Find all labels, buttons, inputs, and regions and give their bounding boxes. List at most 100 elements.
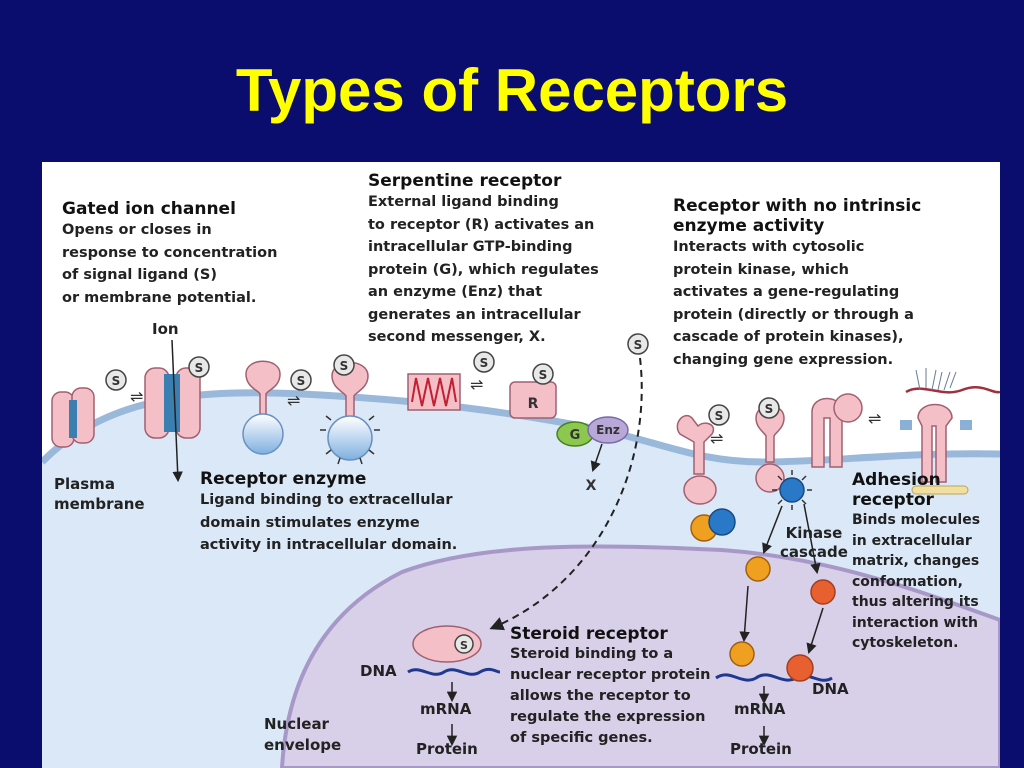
adhesion-receptor-active	[900, 368, 1000, 495]
adhesion-receptor-line: conformation,	[852, 573, 963, 590]
g-label: G	[570, 428, 581, 443]
serpentine-receptor-line: protein (G), which regulates	[368, 261, 599, 278]
no-intrinsic-receptor-line: protein (directly or through a	[673, 306, 914, 323]
x-label: X	[586, 478, 597, 494]
serpentine-receptor-line: second messenger, X.	[368, 329, 546, 345]
steroid-receptor-line: allows the receptor to	[510, 688, 691, 704]
kinase-receptor-inactive	[676, 414, 717, 505]
no-intrinsic-receptor-text: Receptor with no intrinsic enzyme activi…	[673, 196, 921, 371]
enzyme	[587, 416, 629, 444]
gated-ion-channel-text: Gated ion channel Opens or closes in res…	[62, 199, 277, 309]
adhesion-receptor-title: Adhesion	[852, 470, 941, 490]
plasma-membrane-label-line: membrane	[54, 495, 145, 513]
gated-ion-channel-line: or membrane potential.	[62, 289, 257, 306]
gated-ion-channel-line: response to concentration	[62, 244, 278, 261]
svg-text:⇌: ⇌	[130, 387, 143, 406]
mrna-label-right: mRNA	[734, 700, 786, 718]
adhesion-receptor-line: cytoskeleton.	[852, 635, 959, 651]
r-label: R	[528, 396, 539, 412]
no-intrinsic-receptor-title: Receptor with no intrinsic	[673, 196, 922, 216]
no-intrinsic-receptor-line: activates a gene-regulating	[673, 284, 900, 300]
cascade-kinase-red	[810, 579, 836, 605]
no-intrinsic-receptor-line: Interacts with cytosolic	[673, 239, 865, 255]
receptor-enzyme-inactive	[242, 360, 284, 455]
serpentine-receptor-active	[509, 381, 557, 419]
kinase-active	[779, 477, 805, 503]
no-intrinsic-receptor-title: enzyme activity	[673, 216, 825, 236]
nuclear-envelope-label-line: envelope	[264, 736, 342, 754]
ion-channel-open	[144, 367, 201, 439]
no-intrinsic-receptor-line: changing gene expression.	[673, 351, 894, 368]
steroid-receptor-line: of specific genes.	[510, 730, 653, 746]
serpentine-receptor-line: to receptor (R) activates an	[368, 216, 595, 233]
serpentine-receptor-line: External ligand binding	[368, 194, 559, 210]
protein-label-left: Protein	[416, 740, 478, 758]
s-ligand-8: S	[765, 402, 774, 416]
steroid-receptor-line: Steroid binding to a	[510, 646, 674, 662]
svg-text:⇌: ⇌	[287, 391, 300, 410]
adhesion-receptor-line: matrix, changes	[852, 553, 980, 569]
steroid-receptor-text: Steroid receptor Steroid binding to a nu…	[510, 624, 710, 749]
receptor-figure: S ⇌ S S ⇌ S	[42, 162, 1000, 768]
ion-arrow	[171, 339, 183, 483]
no-intrinsic-receptor-line: cascade of protein kinases),	[673, 329, 904, 345]
steroid-receptor-title: Steroid receptor	[510, 624, 668, 644]
dna-label-right: DNA	[812, 680, 849, 698]
dna-strand-right	[715, 673, 833, 682]
cascade-kinase-orange	[745, 556, 771, 582]
s-ligand-nucleus: S	[460, 639, 468, 652]
svg-text:⇌: ⇌	[470, 375, 483, 394]
serpentine-receptor-title: Serpentine receptor	[368, 171, 562, 191]
protein-label-right: Protein	[730, 740, 792, 758]
kinase-receptor-active	[755, 405, 785, 493]
gated-ion-channel-title: Gated ion channel	[62, 199, 236, 219]
kinase-cascade-label: Kinase cascade	[780, 524, 848, 562]
ion-label: Ion	[152, 320, 179, 338]
steroid-receptor-line: regulate the expression	[510, 709, 706, 725]
receptor-enzyme-line: activity in intracellular domain.	[200, 537, 458, 553]
svg-text:⇌: ⇌	[868, 409, 881, 428]
adhesion-receptor-line: interaction with	[852, 614, 978, 631]
steroid-path-arrow	[489, 357, 643, 631]
s-ligand-steroid: S	[634, 338, 643, 352]
gated-ion-channel-line: of signal ligand (S)	[62, 267, 217, 283]
adhesion-receptor-inactive	[811, 393, 863, 468]
s-ligand-2: S	[195, 361, 204, 375]
receptor-diagram: S ⇌ S S ⇌ S	[42, 333, 1000, 768]
serpentine-receptor-line: an enzyme (Enz) that	[368, 284, 543, 300]
s-ligand-1: S	[112, 374, 121, 388]
kinase-cascade-label-line: Kinase	[785, 524, 843, 542]
slide-title: Types of Receptors	[235, 57, 789, 124]
adhesion-receptor-line: in extracellular	[852, 532, 972, 549]
plasma-membrane-label: Plasma membrane	[54, 474, 145, 514]
adhesion-receptor-line: Binds molecules	[852, 512, 981, 528]
receptor-enzyme-line: Ligand binding to extracellular	[200, 492, 453, 508]
s-ligand-4: S	[340, 359, 349, 373]
svg-text:⇌: ⇌	[710, 429, 723, 448]
adhesion-receptor-title: receptor	[852, 490, 934, 510]
adhesion-receptor-text: Adhesion receptor Binds molecules in ext…	[852, 470, 980, 654]
s-ligand-6: S	[539, 368, 548, 382]
receptor-enzyme-title: Receptor enzyme	[200, 469, 367, 489]
receptor-enzyme-active	[320, 361, 380, 465]
serpentine-receptor-text: Serpentine receptor External ligand bind…	[368, 171, 599, 349]
serpentine-receptor-line: intracellular GTP-binding	[368, 239, 573, 255]
nuclear-envelope-label: Nuclear envelope	[264, 714, 341, 756]
gene-reg-orange	[729, 641, 755, 667]
adhesion-receptor-line: thus altering its	[852, 594, 979, 610]
dna-strand-left	[407, 667, 501, 676]
serpentine-receptor-line: generates an intracellular	[368, 306, 581, 323]
s-ligand-3: S	[297, 374, 306, 388]
kinase-pair-blue	[708, 508, 736, 536]
receptor-enzyme-line: domain stimulates enzyme	[200, 514, 420, 531]
dna-label-left: DNA	[360, 662, 397, 680]
s-ligand-7: S	[715, 409, 724, 423]
s-ligand-5: S	[480, 356, 489, 370]
ion-channel-closed	[51, 387, 95, 448]
gene-reg-red	[786, 654, 814, 682]
no-intrinsic-receptor-line: protein kinase, which	[673, 261, 849, 278]
nuclear-envelope-label-line: Nuclear	[264, 715, 329, 733]
kinase-cascade-label-line: cascade	[780, 543, 848, 561]
plasma-membrane-label-line: Plasma	[54, 475, 115, 493]
receptor-enzyme-text: Receptor enzyme Ligand binding to extrac…	[200, 469, 457, 557]
